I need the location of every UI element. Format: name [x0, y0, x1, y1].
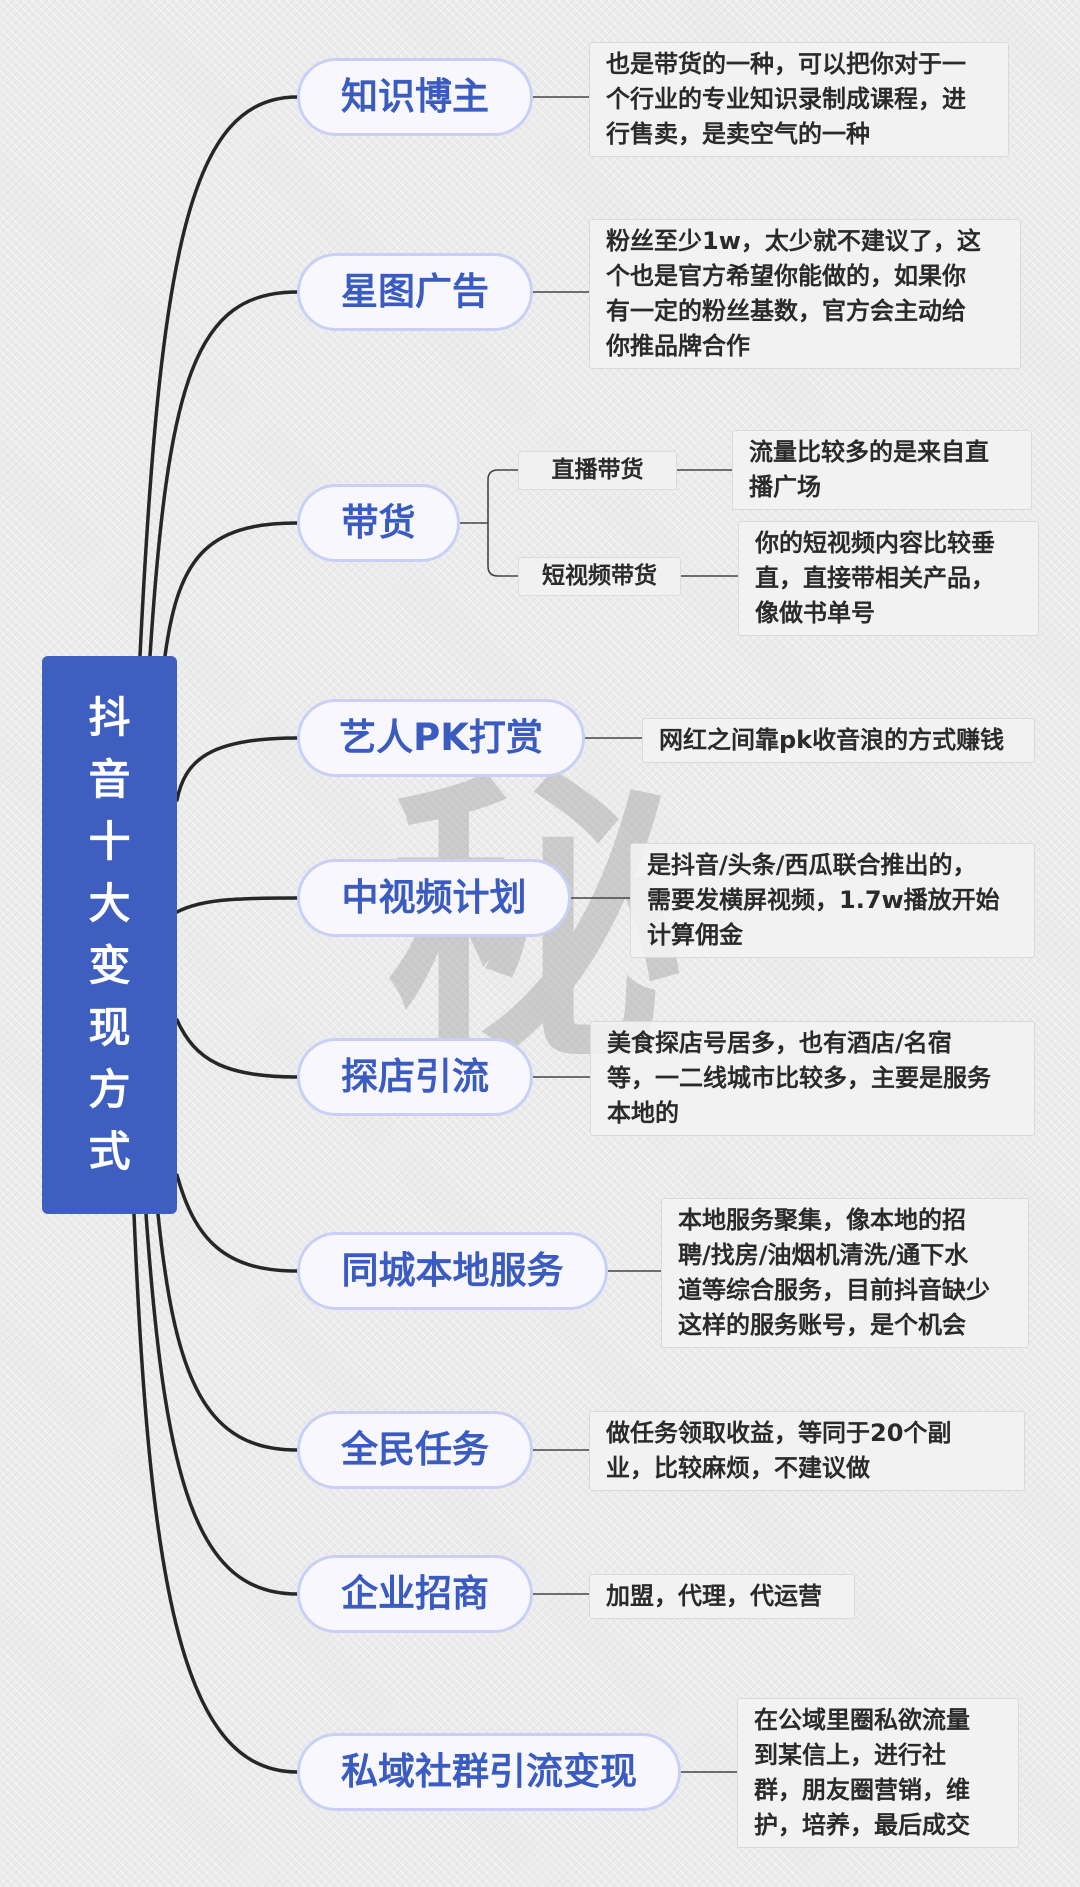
desc-line: 需要发横屏视频，1.7w播放开始: [647, 886, 1000, 914]
desc-business-franchise: 加盟，代理，代运营: [589, 1574, 855, 1619]
desc-live-sales: 流量比较多的是来自直 播广场: [732, 430, 1032, 510]
branch-curve-store-visit-traffic: [175, 1018, 299, 1079]
desc-line: 群，朋友圈营销，维: [754, 1776, 970, 1804]
desc-line: 加盟，代理，代运营: [606, 1582, 822, 1610]
desc-line: 行售卖，是卖空气的一种: [606, 120, 870, 148]
desc-local-services: 本地服务聚集，像本地的招 聘/找房/油烟机清洗/通下水 道等综合服务，目前抖音缺…: [661, 1198, 1029, 1348]
desc-line: 是抖音/头条/西瓜联合推出的，: [647, 851, 977, 879]
desc-short-video-sales: 你的短视频内容比较垂 直，直接带相关产品， 像做书单号: [738, 521, 1039, 636]
sub-node-live-sales: 直播带货: [518, 451, 677, 490]
desc-line: 流量比较多的是来自直: [749, 438, 989, 466]
branch-curve-business-franchise: [144, 1212, 299, 1596]
branch-curve-xingtu-ads: [148, 290, 299, 658]
branch-curve-product-sales: [163, 521, 299, 658]
desc-artist-pk-tips: 网红之间靠pk收音浪的方式赚钱: [642, 718, 1035, 763]
desc-mid-video-plan: 是抖音/头条/西瓜联合推出的， 需要发横屏视频，1.7w播放开始 计算佣金: [630, 843, 1035, 958]
desc-line: 播广场: [749, 473, 821, 501]
branch-node-xingtu-ads: 星图广告: [297, 253, 533, 331]
branch-curve-local-services: [175, 1173, 299, 1273]
desc-line: 在公域里圈私欲流量: [754, 1706, 970, 1734]
desc-line: 直，直接带相关产品，: [755, 564, 995, 592]
sub-node-short-video-sales: 短视频带货: [518, 557, 681, 596]
desc-line: 做任务领取收益，等同于20个副: [606, 1419, 952, 1447]
branch-node-private-community: 私域社群引流变现: [297, 1733, 681, 1811]
branch-curve-universal-tasks: [156, 1212, 299, 1452]
desc-line: 聘/找房/油烟机清洗/通下水: [678, 1241, 969, 1269]
desc-line: 也是带货的一种，可以把你对于一: [606, 50, 966, 78]
desc-line: 网红之间靠pk收音浪的方式赚钱: [659, 726, 1005, 754]
desc-line: 粉丝至少1w，太少就不建议了，这: [606, 227, 981, 255]
branch-curve-artist-pk-tips: [175, 736, 299, 802]
desc-line: 你的短视频内容比较垂: [755, 529, 995, 557]
branch-node-universal-tasks: 全民任务: [297, 1411, 533, 1489]
desc-line: 等，一二线城市比较多，主要是服务: [607, 1064, 991, 1092]
desc-line: 业，比较麻烦，不建议做: [606, 1454, 870, 1482]
desc-line: 计算佣金: [647, 921, 743, 949]
desc-private-community: 在公域里圈私欲流量 到某信上，进行社 群，朋友圈营销，维 护，培养，最后成交: [737, 1698, 1019, 1848]
desc-line: 美食探店号居多，也有酒店/名宿: [607, 1029, 952, 1057]
desc-line: 护，培养，最后成交: [754, 1811, 970, 1839]
desc-line: 本地服务聚集，像本地的招: [678, 1206, 966, 1234]
desc-line: 个行业的专业知识录制成课程，进: [606, 85, 966, 113]
desc-line: 道等综合服务，目前抖音缺少: [678, 1276, 990, 1304]
branch-node-mid-video-plan: 中视频计划: [297, 859, 571, 937]
desc-universal-tasks: 做任务领取收益，等同于20个副 业，比较麻烦，不建议做: [589, 1411, 1025, 1491]
desc-store-visit-traffic: 美食探店号居多，也有酒店/名宿 等，一二线城市比较多，主要是服务 本地的: [590, 1021, 1035, 1136]
branch-node-knowledge-blogger: 知识博主: [297, 58, 533, 136]
desc-line: 本地的: [607, 1099, 679, 1127]
branch-node-artist-pk-tips: 艺人PK打赏: [297, 699, 585, 777]
desc-knowledge-blogger: 也是带货的一种，可以把你对于一 个行业的专业知识录制成课程，进 行售卖，是卖空气…: [589, 42, 1009, 157]
desc-line: 有一定的粉丝基数，官方会主动给: [606, 297, 966, 325]
sub-bracket: [460, 469, 518, 577]
branch-curve-mid-video-plan: [175, 896, 299, 914]
branch-curve-knowledge-blogger: [138, 95, 299, 658]
desc-line: 这样的服务账号，是个机会: [678, 1311, 966, 1339]
root-title: 抖音十大变现方式: [88, 693, 131, 1176]
branch-curve-private-community: [132, 1212, 299, 1774]
desc-line: 个也是官方希望你能做的，如果你: [606, 262, 966, 290]
desc-line: 你推品牌合作: [606, 332, 750, 360]
branch-node-local-services: 同城本地服务: [297, 1232, 608, 1310]
branch-node-store-visit-traffic: 探店引流: [297, 1038, 533, 1116]
branch-node-product-sales: 带货: [297, 484, 460, 562]
root-node: 抖音十大变现方式: [42, 656, 177, 1214]
branch-node-business-franchise: 企业招商: [297, 1555, 533, 1633]
desc-line: 到某信上，进行社: [754, 1741, 946, 1769]
desc-xingtu-ads: 粉丝至少1w，太少就不建议了，这 个也是官方希望你能做的，如果你 有一定的粉丝基…: [589, 219, 1021, 369]
desc-line: 像做书单号: [755, 599, 875, 627]
